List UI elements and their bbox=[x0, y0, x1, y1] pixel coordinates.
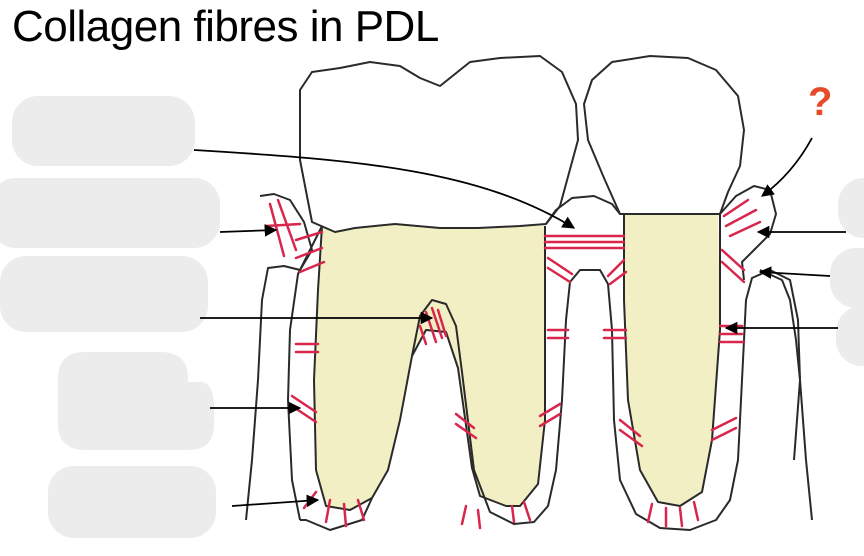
premolar-root bbox=[624, 214, 720, 506]
gingival-fibres-right bbox=[720, 198, 762, 284]
gingiva-right-outer bbox=[759, 269, 813, 521]
leader-right-2 bbox=[758, 266, 831, 279]
left-label-boxes bbox=[0, 96, 220, 538]
gingiva-left bbox=[245, 193, 313, 521]
label-box-left-4[interactable] bbox=[58, 352, 214, 450]
leader-gingival-left bbox=[219, 224, 278, 237]
horizontal-fibres bbox=[294, 324, 746, 354]
tooth-roots bbox=[314, 214, 720, 510]
leader-apical bbox=[231, 494, 320, 508]
label-box-left-5[interactable] bbox=[48, 466, 216, 538]
leader-transseptal bbox=[193, 149, 576, 229]
page-title: Collagen fibres in PDL bbox=[12, 2, 439, 51]
socket-wall-left bbox=[287, 225, 323, 521]
label-box-right-2[interactable] bbox=[830, 248, 864, 308]
label-box-left-2[interactable] bbox=[0, 178, 220, 248]
leader-question bbox=[760, 137, 813, 197]
question-mark-label: ? bbox=[808, 80, 833, 124]
label-box-right-1[interactable] bbox=[838, 178, 864, 238]
septum-top bbox=[545, 195, 621, 225]
septal-fibres bbox=[546, 256, 628, 286]
label-box-right-3[interactable] bbox=[836, 306, 864, 366]
apical-fibres bbox=[302, 490, 700, 530]
transseptal-fibres bbox=[543, 234, 626, 250]
label-box-left-1[interactable] bbox=[12, 96, 195, 166]
premolar-root-outline bbox=[623, 214, 721, 507]
molar-crown bbox=[299, 55, 579, 233]
right-label-boxes bbox=[830, 178, 864, 366]
gingival-fibres-left bbox=[264, 198, 326, 274]
label-box-left-3[interactable] bbox=[0, 256, 208, 332]
leader-lines bbox=[193, 137, 846, 508]
gingiva-right bbox=[719, 185, 777, 281]
molar-root-outline bbox=[313, 225, 546, 511]
outlines bbox=[245, 55, 813, 531]
fibre-bundles bbox=[264, 198, 762, 530]
interdental-septum-molar bbox=[411, 269, 801, 531]
socket-inner-molar bbox=[300, 497, 373, 531]
molar-root-mesial bbox=[314, 224, 545, 510]
premolar-crown bbox=[583, 55, 745, 215]
